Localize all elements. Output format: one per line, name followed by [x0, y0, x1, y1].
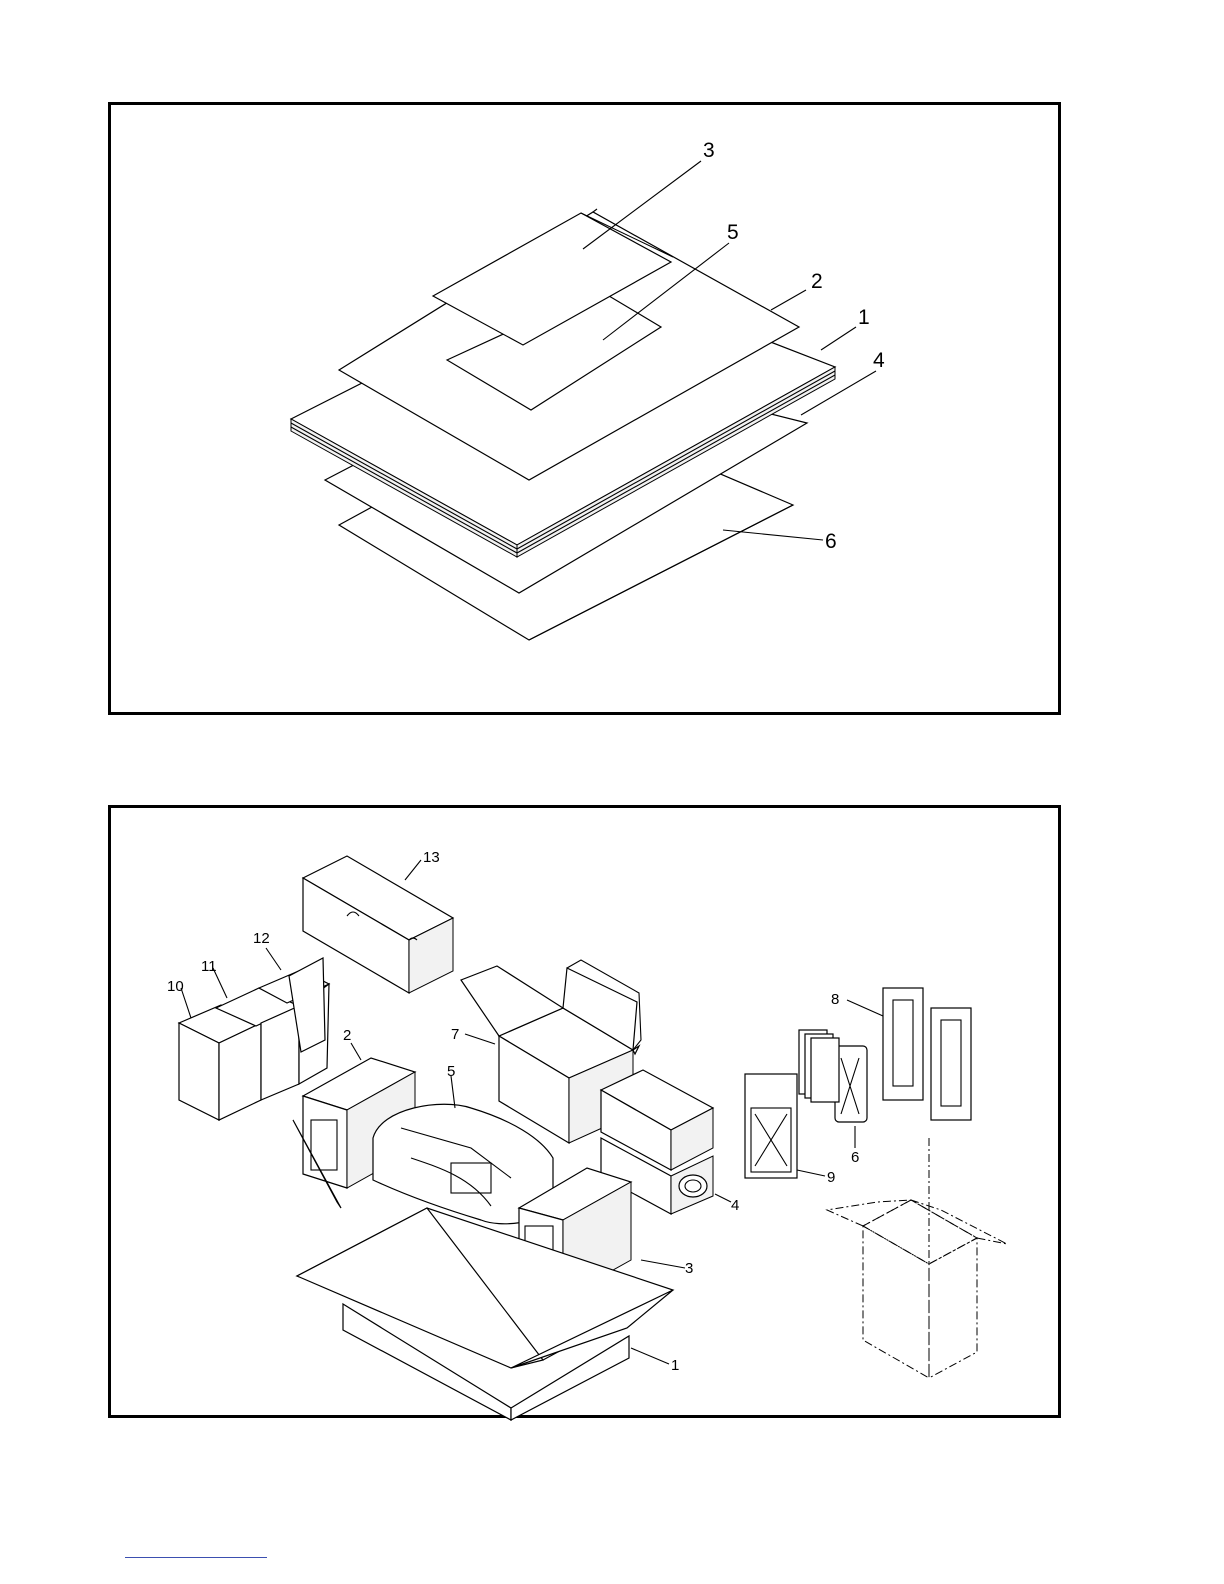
callout-4-bottom: 4 [731, 1197, 739, 1214]
callout-5-bottom: 5 [447, 1063, 455, 1080]
footer-rule [125, 1557, 267, 1558]
bottom-exploded-diagram: 13 12 11 10 2 7 5 8 6 9 4 3 1 [108, 805, 1061, 1418]
callout-8: 8 [831, 991, 839, 1008]
bottom-diagram-canvas: 13 12 11 10 2 7 5 8 6 9 4 3 1 [111, 808, 1064, 1421]
callout-9: 9 [827, 1169, 835, 1186]
top-exploded-diagram: 3 5 2 1 4 6 [108, 102, 1061, 715]
document-stack [799, 1030, 839, 1102]
top-diagram-canvas: 3 5 2 1 4 6 [111, 105, 1064, 718]
callout-3: 3 [703, 139, 715, 162]
callout-3-bottom: 3 [685, 1260, 693, 1277]
callout-11: 11 [201, 958, 217, 975]
callout-2: 2 [811, 270, 823, 293]
callout-4: 4 [873, 349, 885, 372]
end-caps-8 [883, 988, 971, 1120]
callout-12: 12 [253, 930, 270, 947]
manual-envelope-9 [745, 1074, 797, 1178]
accessory-bag-6 [835, 1046, 867, 1122]
callout-7: 7 [451, 1026, 459, 1043]
callout-5: 5 [727, 221, 739, 244]
callout-1: 1 [858, 306, 870, 329]
carton-13 [303, 856, 453, 993]
callout-2-bottom: 2 [343, 1027, 351, 1044]
callout-6: 6 [825, 530, 837, 553]
packed-carton-outline [827, 1138, 1007, 1378]
callout-1-bottom: 1 [671, 1357, 679, 1374]
callout-13: 13 [423, 849, 440, 866]
callout-6-bottom: 6 [851, 1149, 859, 1166]
callout-10: 10 [167, 978, 184, 995]
